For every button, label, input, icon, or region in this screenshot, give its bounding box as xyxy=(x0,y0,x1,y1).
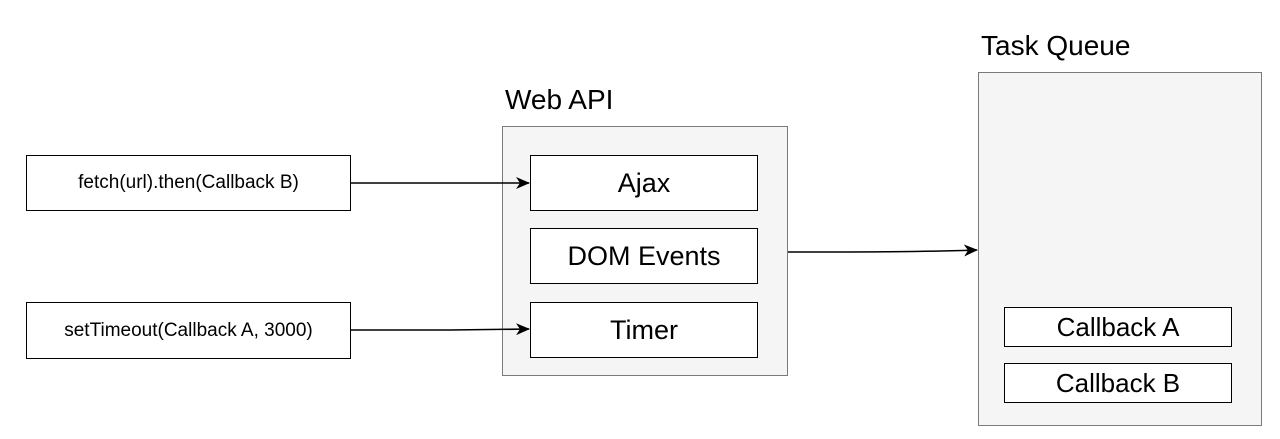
web-api-item-timer-label: Timer xyxy=(610,314,678,345)
task-queue-title: Task Queue xyxy=(981,30,1131,61)
task-queue-item-callback-b-label: Callback B xyxy=(1055,367,1181,398)
settimeout-call-box: setTimeout(Callback A, 3000) xyxy=(26,302,351,359)
arrow-webapi-to-taskqueue xyxy=(787,244,978,257)
web-api-title: Web API xyxy=(505,84,614,115)
task-queue-item-callback-a: Callback A xyxy=(1004,307,1232,347)
web-api-item-dom-events-label: DOM Events xyxy=(567,240,721,271)
task-queue-item-callback-a-label: Callback A xyxy=(1056,311,1180,342)
web-api-item-ajax: Ajax xyxy=(530,155,758,211)
web-api-item-timer: Timer xyxy=(530,302,758,358)
web-api-item-dom-events: DOM Events xyxy=(530,228,758,284)
fetch-call-label: fetch(url).then(Callback B) xyxy=(78,172,299,193)
settimeout-call-label: setTimeout(Callback A, 3000) xyxy=(64,319,313,341)
task-queue-item-callback-b: Callback B xyxy=(1004,363,1232,403)
web-api-item-ajax-label: Ajax xyxy=(617,167,671,198)
fetch-call-box: fetch(url).then(Callback B) xyxy=(26,155,351,211)
